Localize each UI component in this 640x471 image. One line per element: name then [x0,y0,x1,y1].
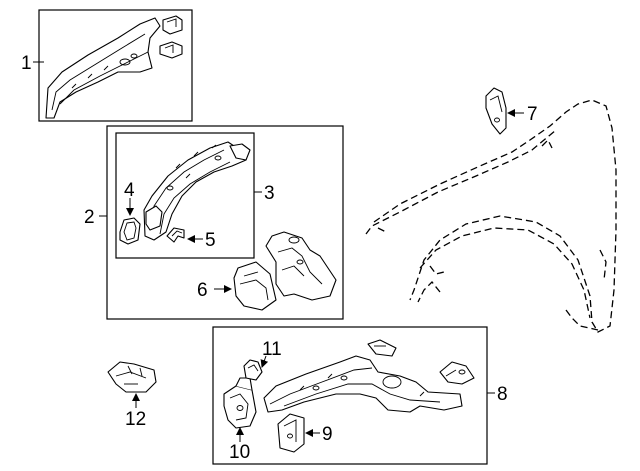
callout-3: 3 [264,183,275,204]
part-8-illustration [263,339,475,413]
callout-7: 7 [527,104,538,125]
group-box-8 [212,326,488,465]
part-10-illustration [223,377,257,429]
part-12-illustration [107,361,157,393]
callout-4: 4 [124,180,135,201]
callout-8: 8 [497,384,508,405]
fender-outline [365,99,617,333]
callout-5: 5 [205,230,216,251]
callout-9: 9 [322,424,333,445]
part-1-illustration [45,15,183,119]
group-box-2 [106,125,344,320]
part-5-illustration [166,227,185,243]
callout-12: 12 [125,409,146,430]
part-9-illustration [277,413,305,453]
part-3-illustration [143,141,251,241]
callout-10: 10 [229,442,250,463]
part-7-illustration [485,87,507,135]
part-4-illustration [119,217,141,245]
part-6-illustration [233,231,337,311]
group-box-3 [115,132,255,259]
callout-6: 6 [197,280,208,301]
callout-1: 1 [21,53,32,74]
callout-2: 2 [84,207,95,228]
callout-11: 11 [262,339,282,360]
part-11-illustration [243,359,263,381]
group-box-1 [38,9,193,122]
